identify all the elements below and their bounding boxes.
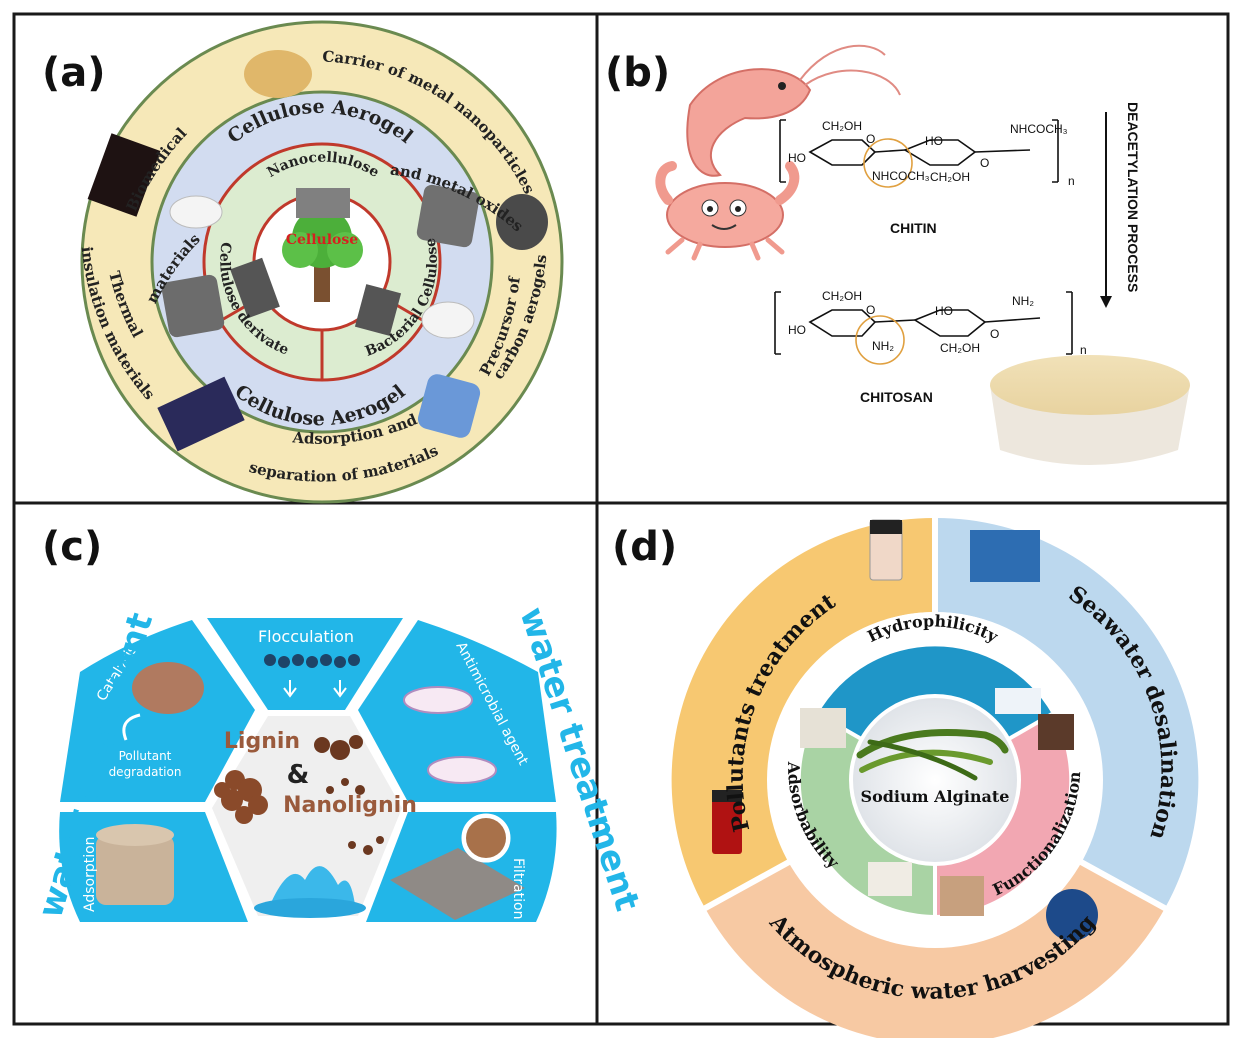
vial-clear-cap <box>870 520 902 534</box>
hydrophilicity-droplet-photo <box>995 688 1041 714</box>
chitosan-o-ring2: O <box>990 327 999 341</box>
chitosan-structure <box>774 291 1073 365</box>
panel-c: (c) <box>30 524 647 923</box>
d-outer-dividers <box>698 512 1172 914</box>
white-aerogel-sample-right <box>421 301 475 339</box>
chitin-nhcoch3-1: NHCOCH₃ <box>872 169 930 183</box>
bacterial-cellulose-sem-image <box>354 284 402 336</box>
chitosan-nh2-1: NH₂ <box>872 339 894 353</box>
chitosan-o-ring1: O <box>866 303 875 317</box>
cellulose-tree-icon <box>282 208 363 302</box>
lignin-label: Lignin <box>224 729 300 754</box>
nanocellulose-sem-image <box>296 188 350 218</box>
crab-icon <box>655 161 800 261</box>
chitin-o-ring2: O <box>980 156 989 170</box>
atmospheric-globe-photo <box>1046 889 1098 941</box>
deacetylation-arrowhead <box>1100 296 1112 308</box>
panel-d-label: (d) <box>612 524 677 570</box>
ampersand-label: & <box>287 760 310 790</box>
d-center-label: Sodium Alginate <box>861 787 1010 806</box>
adsorption-glove-photo <box>417 374 481 438</box>
panel-borders <box>12 12 1230 1026</box>
chitosan-label: CHITOSAN <box>860 389 933 405</box>
flocculation-down-arrow-2 <box>333 680 347 698</box>
bacteria-icon-2 <box>427 756 497 784</box>
panel-b: (b) <box>605 44 1190 465</box>
filtration-zoom-fill <box>466 818 506 858</box>
chitin-labels: CH₂OH O HO NHCOCH₃ HO NHCOCH₃ O CH₂OH n … <box>788 119 1075 236</box>
adsorbability-photo-1 <box>800 708 846 748</box>
adsorbent-cylinder-icon <box>96 835 174 905</box>
carbon-aerogel-sample <box>496 194 548 250</box>
d-outer-seawater-segment <box>935 517 1199 908</box>
filtration-membrane-icon <box>390 848 525 920</box>
segment-filtration-label: Filtration <box>510 858 526 919</box>
adsorbability-photo-2 <box>868 862 912 896</box>
pollutant-degradation-arrow-icon <box>122 713 141 741</box>
chitosan-ho-1: HO <box>788 323 806 337</box>
chitosan-ch2oh-top: CH₂OH <box>822 289 862 303</box>
flocculation-down-arrow-1 <box>283 680 297 698</box>
segment-flocculation <box>207 618 403 710</box>
chitosan-nh2-2: NH₂ <box>1012 294 1034 308</box>
vial-red-photo <box>712 790 742 854</box>
carrier-sample-photo <box>244 50 312 98</box>
bacterial-cellulose-sem-image-2 <box>416 184 480 248</box>
chitin-ch2oh-bottom: CH₂OH <box>930 170 970 184</box>
chitin-label: CHITIN <box>890 220 937 236</box>
chitosan-ho-2: HO <box>935 304 953 318</box>
chitin-structure <box>779 119 1059 188</box>
seaweed-icon <box>856 729 1009 781</box>
panel-a-label: (a) <box>42 50 106 96</box>
panel-a: (a) Cellulose Cellulose Aerogel <box>42 20 564 504</box>
segment-adsorption-label: Adsorption <box>82 836 98 912</box>
vial-red-cap <box>712 790 742 802</box>
pollutant-line2: degradation <box>109 765 182 779</box>
panel-b-label: (b) <box>605 50 670 96</box>
chitin-ho-2: HO <box>925 134 943 148</box>
seawater-photo <box>970 530 1040 582</box>
chitin-n: n <box>1068 174 1075 188</box>
nanolignin-particles <box>314 735 384 855</box>
chitosan-ch2oh-bottom: CH₂OH <box>940 341 980 355</box>
catalyst-particle-icon <box>132 662 204 714</box>
adsorbent-cylinder-top <box>96 824 174 846</box>
segment-flocculation-label: Flocculation <box>258 627 354 646</box>
biomedical-flame-photo <box>87 133 161 217</box>
shrimp-icon <box>686 44 901 177</box>
chitin-ch2oh-top: CH₂OH <box>822 119 862 133</box>
chitin-ho-1: HO <box>788 151 806 165</box>
panel-c-label: (c) <box>42 524 102 570</box>
chitin-nhcoch3-2: NHCOCH₃ <box>1010 122 1068 136</box>
chitin-o-ring1: O <box>866 132 875 146</box>
white-aerogel-sample-left <box>169 195 223 229</box>
pollutant-line1: Pollutant <box>119 749 172 763</box>
lignin-particles <box>214 770 268 824</box>
center-hexagon <box>212 716 402 916</box>
thermal-insulation-photo <box>157 376 245 452</box>
cellulose-derivate-sem-image-2 <box>230 257 280 319</box>
bacteria-icon-1 <box>403 686 473 714</box>
functionalization-sample-2 <box>940 876 984 916</box>
d-center-circle <box>849 694 1021 866</box>
nanolignin-label: Nanolignin <box>283 793 417 818</box>
water-puddle <box>254 898 366 918</box>
deacetylation-label: DEACETYLATION PROCESS <box>1125 102 1141 292</box>
chitosan-n: n <box>1080 343 1087 357</box>
panel-d: (d) Sodium Alginate <box>612 512 1199 1038</box>
chitosan-labels: CH₂OH O HO NH₂ HO NH₂ O CH₂OH n CHITOSAN <box>788 289 1087 405</box>
flocculation-chain-icon <box>264 654 360 668</box>
water-splash-icon <box>270 866 355 905</box>
functionalization-sample-1 <box>1038 714 1074 750</box>
cellulose-derivate-sem-image <box>161 274 225 338</box>
a-center-label: Cellulose <box>286 232 358 248</box>
chitosan-powder-dish-icon <box>990 355 1190 465</box>
